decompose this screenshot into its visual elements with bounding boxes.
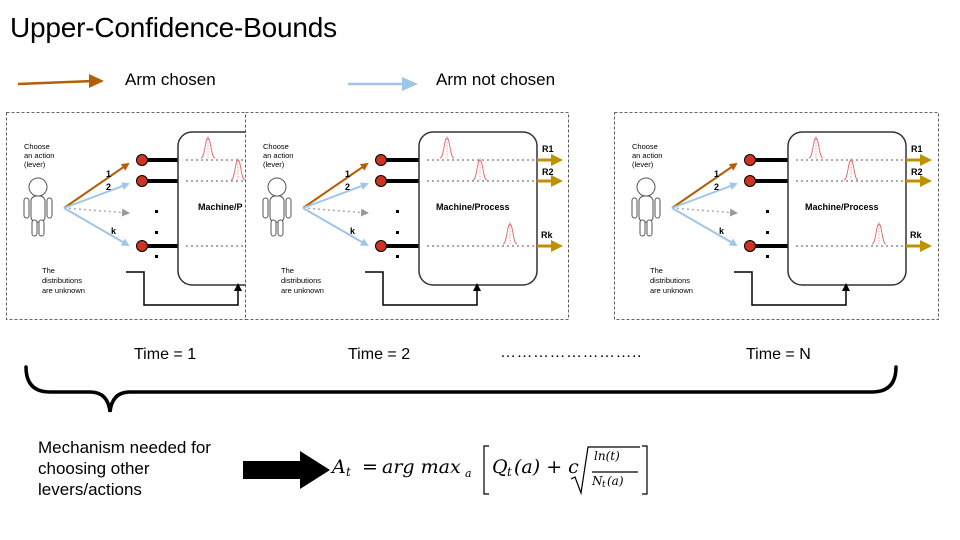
formula-eq: = bbox=[362, 456, 378, 478]
formula-argmax-sub: a bbox=[465, 467, 472, 480]
reward-k-label: Rk bbox=[910, 230, 922, 240]
formula-argmax: arg max bbox=[382, 456, 461, 478]
legend-not-chosen-label: Arm not chosen bbox=[436, 70, 556, 89]
reward-2-label: R2 bbox=[911, 167, 923, 177]
note-line2: distributions bbox=[281, 276, 321, 285]
arm-k-label: k bbox=[111, 226, 117, 236]
arm-1-label: 1 bbox=[714, 169, 719, 179]
machine-label: Machine/Process bbox=[436, 202, 510, 212]
timeline-ellipsis: …………………….. bbox=[500, 344, 642, 361]
note-line2: distributions bbox=[42, 276, 82, 285]
arm-1-label: 1 bbox=[345, 169, 350, 179]
choose-text-line2: an action bbox=[263, 151, 293, 160]
reward-1-label: R1 bbox=[911, 144, 923, 154]
note-line3: are unknown bbox=[281, 286, 324, 295]
formula-den-sub: t bbox=[602, 480, 606, 490]
agent-figure bbox=[23, 177, 53, 237]
reward-2-label: R2 bbox=[542, 167, 554, 177]
formula-q: Q bbox=[492, 456, 508, 478]
time-step-2-panel: Choose an action (lever) 1 2 k Machine/P… bbox=[245, 112, 569, 320]
note-line3: are unknown bbox=[42, 286, 85, 295]
arm-1-label: 1 bbox=[106, 169, 111, 179]
choose-text-line1: Choose bbox=[263, 142, 289, 151]
legend-chosen-label: Arm chosen bbox=[125, 70, 216, 89]
formula-q-sub: t bbox=[507, 465, 512, 479]
time-2-label: Time = 2 bbox=[348, 346, 411, 363]
note-line1: The bbox=[281, 266, 294, 275]
reward-1-label: R1 bbox=[542, 144, 554, 154]
agent-figure bbox=[631, 177, 661, 237]
formula-numerator: ln(t) bbox=[594, 449, 620, 463]
formula-q-arg: (a) + c bbox=[514, 456, 579, 478]
choose-text-line3: (lever) bbox=[632, 160, 654, 169]
choose-text-line2: an action bbox=[632, 151, 662, 160]
arm-k-label: k bbox=[350, 226, 356, 236]
note-line2: distributions bbox=[650, 276, 690, 285]
machine-label: Machine/Process bbox=[805, 202, 879, 212]
arm-k-label: k bbox=[719, 226, 725, 236]
timeline-brace bbox=[24, 365, 898, 413]
arm-2-label: 2 bbox=[714, 182, 719, 192]
formula-den-arg: (a) bbox=[607, 474, 624, 488]
machine-label: Machine/P bbox=[198, 202, 243, 212]
time-step-n-panel: Choose an action (lever) 1 2 k Machine/P… bbox=[614, 112, 939, 320]
mechanism-text: Mechanism needed for choosing other leve… bbox=[38, 438, 211, 499]
formula-brackets bbox=[483, 445, 648, 496]
formula-lhs: A bbox=[332, 456, 346, 478]
choose-text-line1: Choose bbox=[24, 142, 50, 151]
slide-title: Upper-Confidence-Bounds bbox=[10, 12, 337, 43]
note-line1: The bbox=[42, 266, 55, 275]
reward-k-label: Rk bbox=[541, 230, 553, 240]
choose-text-line2: an action bbox=[24, 151, 54, 160]
legend-chosen-arrow bbox=[17, 79, 94, 86]
time-step-1-panel: Choose an action (lever) 1 2 k bbox=[6, 112, 246, 320]
choose-text-line3: (lever) bbox=[24, 160, 46, 169]
choose-text-line1: Choose bbox=[632, 142, 658, 151]
arm-2-label: 2 bbox=[106, 182, 111, 192]
time-1-label: Time = 1 bbox=[134, 346, 197, 363]
arm-2-label: 2 bbox=[345, 182, 350, 192]
note-line3: are unknown bbox=[650, 286, 693, 295]
big-arrow bbox=[243, 451, 330, 489]
formula-lhs-sub: t bbox=[346, 465, 351, 479]
choose-text-line3: (lever) bbox=[263, 160, 285, 169]
note-line1: The bbox=[650, 266, 663, 275]
formula-den-n: N bbox=[592, 474, 603, 488]
time-n-label: Time = N bbox=[746, 346, 811, 363]
agent-figure bbox=[262, 177, 292, 237]
